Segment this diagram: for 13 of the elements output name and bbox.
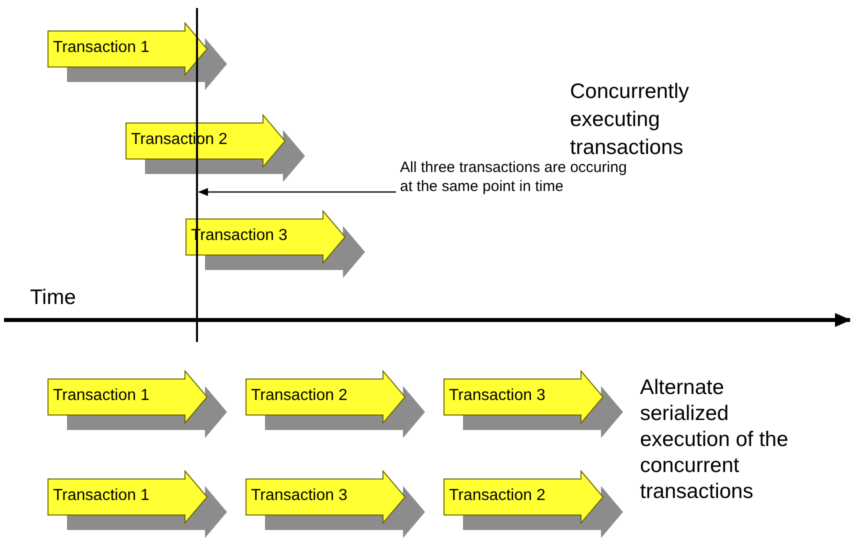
side-note: Alternate serialized execution of the concurrent transactions bbox=[640, 375, 790, 505]
transaction-label: Transaction 2 bbox=[449, 486, 546, 506]
transaction-label: Transaction 3 bbox=[251, 486, 348, 506]
transaction-label: Transaction 2 bbox=[251, 386, 348, 406]
transaction-label: Transaction 1 bbox=[53, 386, 150, 406]
transaction-label: Transaction 3 bbox=[449, 386, 546, 406]
time-marker-line bbox=[196, 8, 198, 342]
annotation-text: All three transactions are occuring at the same point in time bbox=[400, 158, 628, 196]
transaction-label: Transaction 1 bbox=[53, 38, 150, 58]
transaction-label: Transaction 1 bbox=[53, 486, 150, 506]
heading-text: Concurrently executing transactions bbox=[570, 79, 690, 161]
leader-line bbox=[198, 188, 396, 196]
axis-label: Time bbox=[30, 286, 76, 310]
